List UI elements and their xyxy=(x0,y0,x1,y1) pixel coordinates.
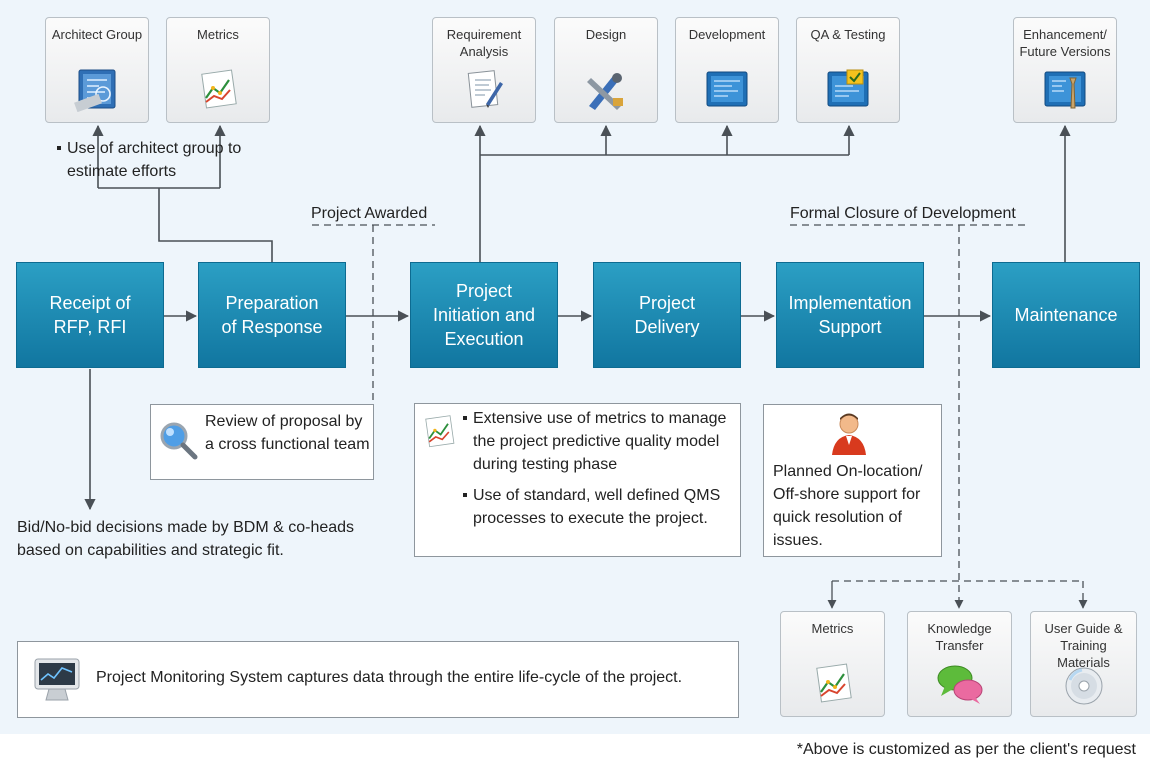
step-implementation-support-label: Implementation Support xyxy=(788,293,912,337)
monitoring-box: Project Monitoring System captures data … xyxy=(17,641,739,718)
card-qa-testing: QA & Testing xyxy=(796,17,900,123)
support-text: Planned On-location/ Off-shore support f… xyxy=(773,463,923,549)
support-box: Planned On-location/ Off-shore support f… xyxy=(763,404,942,557)
card-user-guide: User Guide & Training Materials xyxy=(1030,611,1137,717)
qa-screen-icon xyxy=(825,68,871,115)
person-icon xyxy=(828,411,870,460)
connector-preparation-up xyxy=(158,188,273,262)
card-metrics-bottom-label: Metrics xyxy=(811,621,854,636)
card-knowledge-transfer: Knowledge Transfer xyxy=(907,611,1012,717)
cd-disc-icon xyxy=(1062,662,1106,709)
card-requirement-analysis-label: Requirement Analysis xyxy=(446,27,522,59)
card-user-guide-label: User Guide & Training Materials xyxy=(1044,621,1123,670)
card-metrics-top: Metrics xyxy=(166,17,270,123)
step-preparation-label: Preparation of Response xyxy=(221,293,323,337)
card-enhancement-label: Enhancement/ Future Versions xyxy=(1019,27,1111,59)
step-project-delivery: Project Delivery xyxy=(593,262,741,368)
monitor-icon xyxy=(32,656,82,709)
wrench-screen-icon xyxy=(1042,68,1088,115)
footnote: *Above is customized as per the client's… xyxy=(796,741,1136,758)
chart-icon xyxy=(421,412,457,457)
card-architect-group: Architect Group xyxy=(45,17,149,123)
card-development: Development xyxy=(675,17,779,123)
step-initiation-execution-label: Project Initiation and Execution xyxy=(432,281,536,349)
step-receipt-rfp-label: Receipt of RFP, RFI xyxy=(49,293,131,337)
chart-icon xyxy=(811,662,855,709)
card-metrics-top-label: Metrics xyxy=(197,27,239,42)
step-preparation: Preparation of Response xyxy=(198,262,346,368)
review-proposal-text: Review of proposal by a cross functional… xyxy=(205,413,370,453)
milestone-formal-closure: Formal Closure of Development xyxy=(790,205,1016,222)
chat-bubbles-icon xyxy=(935,662,985,709)
note-architect-effort-text: Use of architect group to estimate effor… xyxy=(57,137,272,183)
card-design-label: Design xyxy=(585,27,627,42)
step-maintenance: Maintenance xyxy=(992,262,1140,368)
card-requirement-analysis: Requirement Analysis xyxy=(432,17,536,123)
metrics-usage-text: Extensive use of metrics to manage the p… xyxy=(463,407,735,476)
step-project-delivery-label: Project Delivery xyxy=(634,293,700,337)
design-tools-icon xyxy=(583,68,629,115)
card-enhancement: Enhancement/ Future Versions xyxy=(1013,17,1117,123)
milestone-project-awarded: Project Awarded xyxy=(311,205,428,222)
metrics-qms-list: Extensive use of metrics to manage the p… xyxy=(463,407,735,530)
magnifier-icon xyxy=(157,419,199,466)
document-pen-icon xyxy=(462,68,506,115)
step-initiation-execution: Project Initiation and Execution xyxy=(410,262,558,368)
qms-usage-text: Use of standard, well defined QMS proces… xyxy=(463,484,735,530)
note-bid-decision: Bid/No-bid decisions made by BDM & co-he… xyxy=(17,519,355,559)
metrics-qms-box: Extensive use of metrics to manage the p… xyxy=(414,403,741,557)
note-architect-effort: Use of architect group to estimate effor… xyxy=(57,137,272,183)
blueprint-icon xyxy=(73,68,121,115)
card-knowledge-transfer-label: Knowledge Transfer xyxy=(927,621,992,653)
card-metrics-bottom: Metrics xyxy=(780,611,885,717)
dev-screen-icon xyxy=(704,68,750,115)
step-maintenance-label: Maintenance xyxy=(1014,305,1118,325)
card-architect-group-label: Architect Group xyxy=(51,27,143,42)
review-proposal-box: Review of proposal by a cross functional… xyxy=(150,404,374,480)
step-receipt-rfp: Receipt of RFP, RFI xyxy=(16,262,164,368)
step-implementation-support: Implementation Support xyxy=(776,262,924,368)
chart-icon xyxy=(196,68,240,115)
card-design: Design xyxy=(554,17,658,123)
card-development-label: Development xyxy=(688,27,766,42)
monitoring-text: Project Monitoring System captures data … xyxy=(96,669,683,686)
card-qa-testing-label: QA & Testing xyxy=(810,27,886,42)
